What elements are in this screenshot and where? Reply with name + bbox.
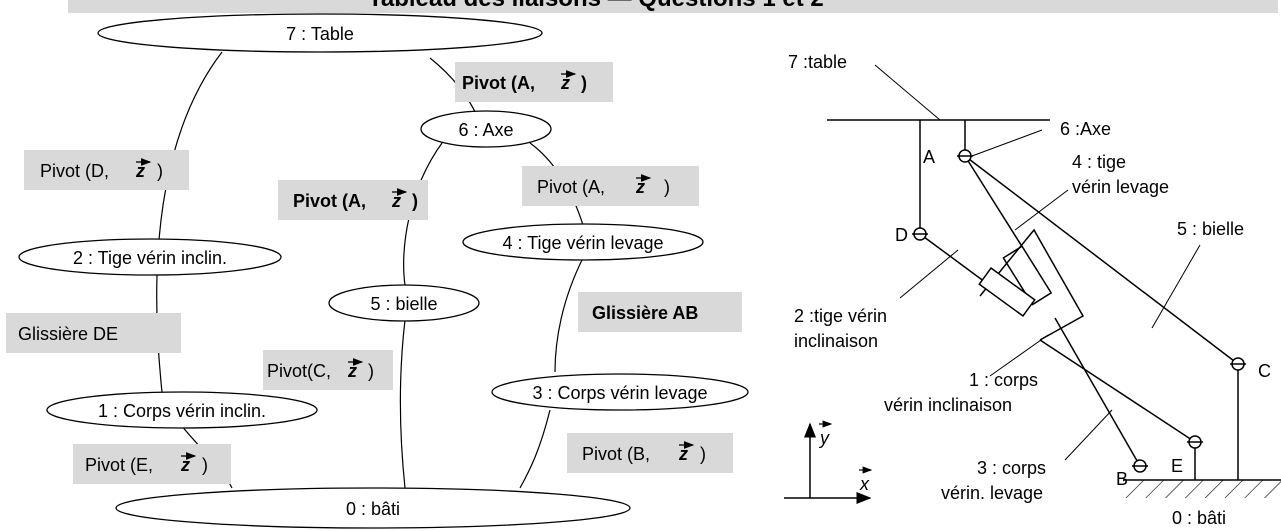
label-tige2-line1: 2 :tige vérin [794,306,887,326]
header-title: Tableau des liaisons — Questions 1 et 2 [368,0,824,13]
class-2-ellipse [18,238,282,276]
label-tige4-line2: vérin levage [1072,177,1169,197]
link-box-4-3 [578,292,742,332]
point-C: C [1258,361,1271,381]
edge-3-0 [519,409,551,489]
z-vector-label: z [678,444,688,464]
tige-4-rod [964,155,1029,257]
class-7-label: 7 : Table [286,24,354,44]
edge-4-3 [554,257,584,373]
label-tige2-line2: inclinaison [794,331,878,351]
leader-tige2 [899,249,959,299]
tige-2-piston [978,266,1036,318]
label-axe: 6 :Axe [1060,119,1111,139]
link-label-1-0: Pivot (E, z ) [85,452,208,475]
link-label-7-2: Pivot (D, z ) [40,158,163,181]
link-label-5-0: Pivot(C, z ) [267,358,374,381]
link-box-7-6 [455,62,613,102]
label-corps3-line1: 3 : corps [977,458,1046,478]
mechanism-schema [784,64,1281,504]
bielle-5-bar [964,155,1239,365]
link-box-6-5 [278,180,428,220]
point-D: D [895,225,908,245]
z-vector-label: z [391,191,401,211]
z-vector-label: z [135,161,145,181]
liaison-graph: 7 : Table 6 : Axe 4 : Tige vérin levage … [6,13,749,529]
link-close-paren: ) [700,444,706,464]
link-label-6-5: Pivot (A, z ) [293,188,418,211]
z-vector-label: z [560,73,570,93]
label-bati: 0 : bâti [1172,508,1226,528]
label-table: 7 :table [788,52,847,72]
label-bielle: 5 : bielle [1177,219,1244,239]
link-1-0-text: Pivot (E, [85,455,153,475]
link-label-3-0: Pivot (B, z ) [582,441,706,464]
class-4-label: 4 : Tige vérin levage [502,233,663,253]
link-close-paren: ) [157,161,163,181]
label-corps1-line1: 1 : corps [969,370,1038,390]
leader-corps3 [1064,409,1113,461]
leader-bielle [1151,244,1201,329]
z-vector-label: z [635,177,645,197]
header-bar: Tableau des liaisons — Questions 1 et 2 [68,0,1278,13]
corps-3-rod [1054,317,1141,467]
link-close-paren: ) [412,191,418,211]
z-vector-label: z [347,361,357,381]
leader-tige4 [1014,189,1069,231]
point-B: B [1116,469,1128,489]
link-5-0-text: Pivot(C, [267,361,331,381]
link-7-6-text: Pivot (A, [462,73,535,93]
link-close-paren: ) [581,73,587,93]
class-7-ellipse [97,13,543,53]
leader-table [874,64,941,121]
class-6-ellipse [420,110,552,148]
class-0-label: 0 : bâti [346,499,400,519]
bati-hatching [1123,480,1281,498]
link-label-7-6: Pivot (A, z ) [462,70,587,93]
leader-corps1 [989,334,1049,377]
class-3-label: 3 : Corps vérin levage [532,383,707,403]
link-box-1-0 [73,444,231,484]
corps-1-rod [1039,339,1196,443]
class-5-label: 5 : bielle [370,294,437,314]
class-0-ellipse [115,487,631,529]
link-box-7-2 [24,150,189,190]
link-box-5-0 [263,350,393,390]
class-2-label: 2 : Tige vérin inclin. [73,248,227,268]
link-box-3-0 [567,433,733,473]
link-label-2-1: Glissière DE [18,324,118,344]
tige-2-rod [919,233,986,283]
x-axis-label: x [859,474,870,494]
point-A: A [923,147,935,167]
mechanism-labels: 7 :table 6 :Axe 4 : tige vérin levage 5 … [788,52,1271,528]
link-box-2-1 [6,313,181,353]
class-6-label: 6 : Axe [458,120,513,140]
class-1-label: 1 : Corps vérin inclin. [98,401,266,421]
label-corps1-line2: vérin inclinaison [884,395,1012,415]
leader-axe [971,129,1043,157]
link-label-4-3: Glissière AB [592,303,698,323]
link-6-4-text: Pivot (A, [537,177,605,197]
class-4-ellipse [462,223,704,261]
link-7-2-text: Pivot (D, [40,161,109,181]
link-label-6-4: Pivot (A, z ) [537,174,670,197]
link-close-paren: ) [664,177,670,197]
tige-4-piston [1002,245,1053,306]
label-corps3-line2: vérin. levage [941,483,1043,503]
point-E: E [1171,456,1183,476]
edge-5-0 [399,319,406,489]
class-1-ellipse [46,391,318,429]
z-vector-label: z [180,455,190,475]
link-box-6-4 [522,166,699,206]
link-6-5-text: Pivot (A, [293,191,366,211]
link-3-0-text: Pivot (B, [582,444,650,464]
class-5-ellipse [328,284,480,322]
y-axis-label: y [818,428,830,448]
class-3-ellipse [491,373,749,411]
link-close-paren: ) [202,455,208,475]
link-close-paren: ) [368,361,374,381]
label-tige4-line1: 4 : tige [1072,152,1126,172]
